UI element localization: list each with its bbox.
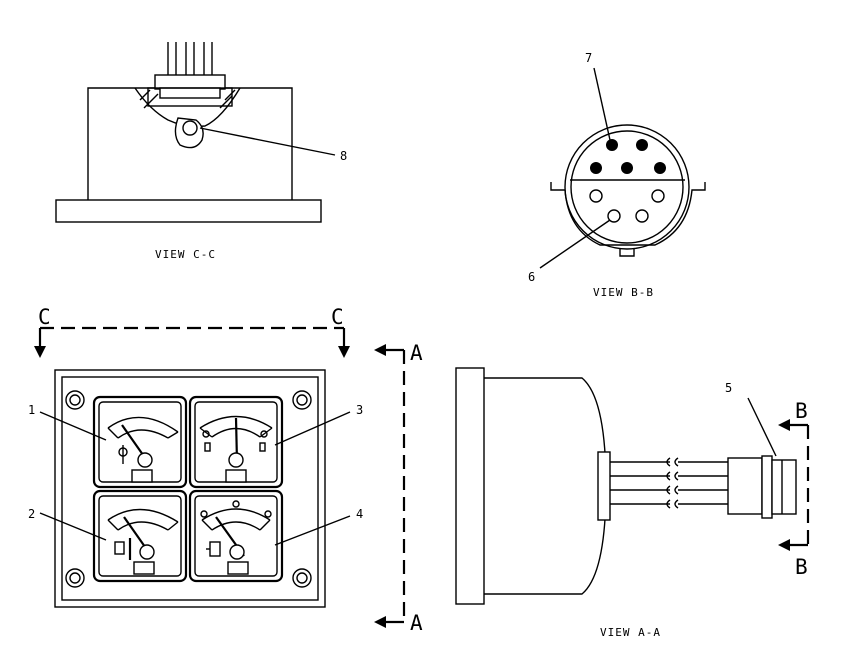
view-aa-drawing: 5 VIEW A-A xyxy=(455,367,797,639)
callout-8: 8 xyxy=(340,149,347,163)
section-bb-indicator: B B xyxy=(778,399,810,579)
section-aa-indicator: A A xyxy=(374,341,423,635)
callout-6: 6 xyxy=(528,270,535,284)
callout-7: 7 xyxy=(585,51,592,65)
section-a-bottom: A xyxy=(410,611,423,635)
section-a-top: A xyxy=(410,341,423,365)
view-bb-label: VIEW B-B xyxy=(593,286,654,299)
view-bb-drawing: 7 6 VIEW B-B xyxy=(528,51,706,299)
section-cc-indicator: C C xyxy=(34,305,350,358)
callout-2: 2 xyxy=(28,507,35,521)
callout-5: 5 xyxy=(725,381,732,395)
gauge-4 xyxy=(188,489,284,583)
view-aa-label: VIEW A-A xyxy=(600,626,661,639)
view-cc-label: VIEW C-C xyxy=(155,248,216,261)
callout-4: 4 xyxy=(356,507,363,521)
section-b-top: B xyxy=(795,399,808,423)
gauge-2 xyxy=(92,489,188,583)
section-c-right: C xyxy=(331,305,344,329)
callout-1: 1 xyxy=(28,403,35,417)
callout-3: 3 xyxy=(356,403,363,417)
front-panel: 1 2 3 4 xyxy=(28,369,363,608)
section-c-left: C xyxy=(38,305,51,329)
gauge-1 xyxy=(92,395,188,489)
view-cc-drawing: VIEW C-C 8 xyxy=(55,42,347,261)
section-b-bottom: B xyxy=(795,555,808,579)
